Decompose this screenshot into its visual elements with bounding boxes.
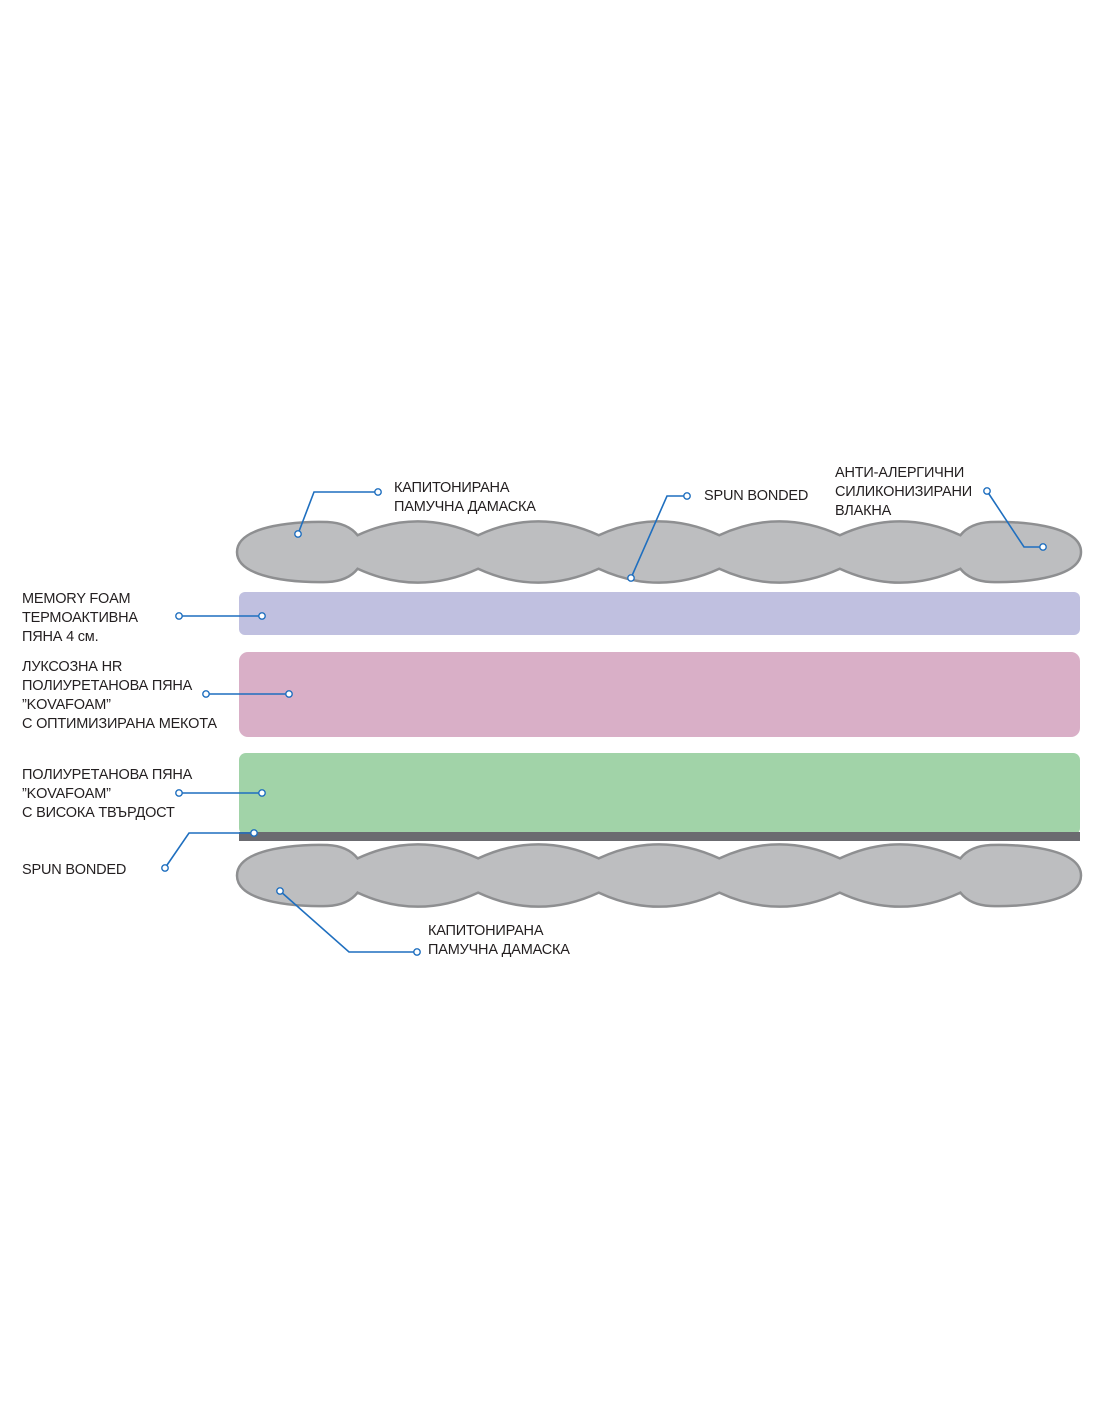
callout-top-spun-bonded <box>630 495 687 579</box>
dot <box>1039 543 1047 551</box>
spun-bonded-layer <box>239 832 1080 841</box>
dot <box>161 864 169 872</box>
label-bottom-damask: КАПИТОНИРАНА ПАМУЧНА ДАМАСКА <box>428 923 570 958</box>
dot <box>683 492 691 500</box>
callout-lines <box>164 490 1043 953</box>
dot <box>276 887 284 895</box>
firm-foam-layer <box>239 753 1080 835</box>
top-damask-layer <box>235 520 1083 584</box>
label-hr-foam: ЛУКСОЗНА HR ПОЛИУРЕТАНОВА ПЯНА ”KOVAFOAM… <box>22 659 217 732</box>
dot <box>413 948 421 956</box>
dot <box>175 789 183 797</box>
label-firm-foam: ПОЛИУРЕТАНОВА ПЯНА ”KOVAFOAM” С ВИСОКА Т… <box>22 767 196 821</box>
bottom-damask-layer <box>235 843 1083 908</box>
hr-foam-layer <box>239 652 1080 737</box>
callout-fibers <box>986 490 1043 548</box>
callout-bottom-damask <box>279 890 417 953</box>
label-top-damask: КАПИТОНИРАНА ПАМУЧНА ДАМАСКА <box>394 480 536 515</box>
dot <box>294 530 302 538</box>
dot <box>202 690 210 698</box>
dot <box>258 612 266 620</box>
callout-dots <box>161 487 1047 956</box>
callout-bottom-spun-bonded <box>164 832 254 869</box>
dot <box>627 574 635 582</box>
dot <box>285 690 293 698</box>
label-bottom-spun-bonded: SPUN BONDED <box>22 862 126 878</box>
memory-foam-layer <box>239 592 1080 635</box>
dot <box>258 789 266 797</box>
label-memory-foam: MEMORY FOAM ТЕРМОАКТИВНА ПЯНА 4 см. <box>22 591 142 645</box>
dot <box>374 488 382 496</box>
label-top-spun-bonded: SPUN BONDED <box>704 488 808 504</box>
label-fibers: АНТИ-АЛЕРГИЧНИ СИЛИКОНИЗИРАНИ ВЛАКНА <box>835 465 976 519</box>
dot <box>983 487 991 495</box>
callout-top-damask <box>297 491 378 535</box>
dot <box>175 612 183 620</box>
dot <box>250 829 258 837</box>
